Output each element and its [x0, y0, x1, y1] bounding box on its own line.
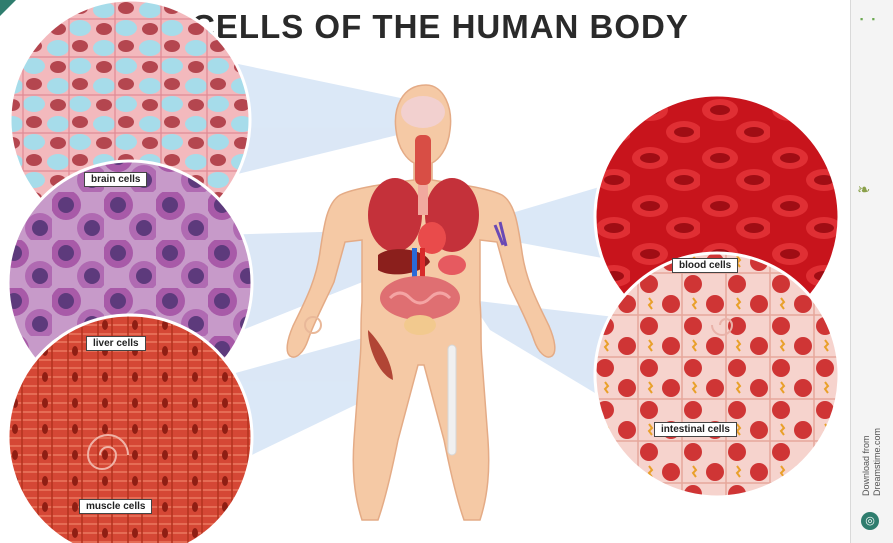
brain-cells-label: brain cells: [84, 172, 147, 187]
throat-organ: [415, 135, 431, 185]
blood-cells-label: blood cells: [672, 258, 738, 273]
watermark-strip: ▪ ▪ ❧ Download from Dreamstime.com ◎: [850, 0, 893, 543]
download-credit-line1: Download from: [861, 386, 872, 496]
strip-dots-icon: ▪ ▪: [860, 14, 878, 24]
muscle-cells-label: muscle cells: [79, 499, 152, 514]
brain-organ: [401, 96, 445, 128]
liver-cells-label: liver cells: [86, 336, 146, 351]
dreamstime-logo-icon: ◎: [861, 512, 879, 530]
intestinal-cells-circle: [595, 253, 839, 497]
leaf-icon: ❧: [857, 180, 870, 200]
stomach-organ: [438, 255, 466, 275]
intestinal-cells-label: intestinal cells: [654, 422, 737, 437]
download-credit: Download from Dreamstime.com: [861, 386, 883, 496]
leg-bone: [448, 345, 456, 455]
download-credit-line2: Dreamstime.com: [872, 386, 883, 496]
